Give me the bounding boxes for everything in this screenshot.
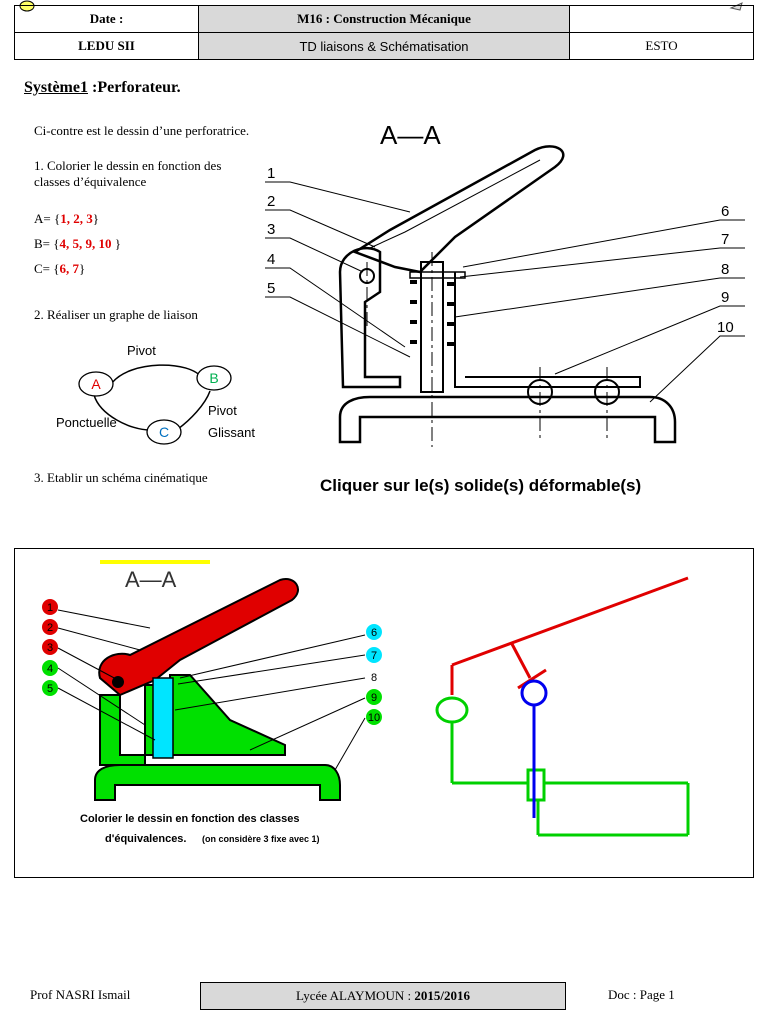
- link-label: Ponctuelle: [56, 415, 117, 430]
- q2-text: 2. Réaliser un graphe de liaison: [34, 307, 198, 322]
- answer-frame: [14, 548, 754, 878]
- q1-text: 1. Colorier le dessin en fonction des cl…: [34, 158, 222, 189]
- answer-section-label: A—A: [125, 567, 177, 592]
- base-part[interactable]: [338, 395, 677, 444]
- intro-text: Ci-contre est le dessin d’une perforatri…: [34, 123, 250, 138]
- svg-text:C: C: [159, 424, 169, 440]
- node-c: [146, 419, 182, 445]
- svg-text:2: 2: [47, 622, 53, 634]
- date-label: Date :: [14, 5, 199, 33]
- svg-text:5: 5: [267, 280, 275, 297]
- link-label: Pivot: [208, 403, 237, 418]
- punch-colored: [152, 677, 174, 759]
- caption-note: (on considère 3 fixe avec 1): [202, 834, 320, 844]
- classes-list: A= {1, 2, 3} B= {4, 5, 9, 10 } C= {6, 7}: [34, 206, 121, 281]
- lever-colored: [98, 578, 299, 697]
- frame-part[interactable]: [338, 246, 402, 389]
- section-title: Système1 :Perforateur.: [24, 79, 181, 96]
- liaison-graph: A B C Pivot Ponctuelle Pivot Glissant: [56, 343, 255, 445]
- svg-text:8: 8: [721, 261, 729, 278]
- link-label: Glissant: [208, 425, 255, 440]
- svg-text:6: 6: [371, 627, 377, 639]
- svg-text:6: 6: [721, 203, 729, 220]
- lever-part[interactable]: [352, 145, 565, 274]
- section-label: A—A: [380, 120, 441, 150]
- svg-text:1: 1: [267, 165, 275, 182]
- svg-text:10: 10: [368, 712, 380, 724]
- svg-text:9: 9: [721, 289, 729, 306]
- svg-text:3: 3: [47, 642, 53, 654]
- q3-text: 3. Etablir un schéma cinématique: [34, 470, 208, 485]
- footer-page: Doc : Page 1: [608, 987, 675, 1002]
- click-instruction: Cliquer sur le(s) solide(s) déformable(s…: [320, 476, 642, 495]
- svg-text:4: 4: [267, 251, 275, 268]
- node-a: [78, 371, 114, 397]
- module-title: M16 : Construction Mécanique: [197, 5, 571, 33]
- node-b: [196, 365, 232, 391]
- svg-text:5: 5: [47, 683, 53, 695]
- perforator-drawing[interactable]: A—A 1 2 3 4 5: [255, 112, 755, 452]
- class-b: B= {4, 5, 9, 10 }: [34, 236, 121, 251]
- footer-lycee: Lycée ALAYMOUN : 2015/2016: [200, 982, 566, 1010]
- class-c: C= {6, 7}: [34, 261, 86, 276]
- svg-text:10: 10: [717, 319, 734, 336]
- svg-text:2: 2: [267, 193, 275, 210]
- school-label: ESTO: [569, 32, 754, 60]
- svg-text:3: 3: [267, 221, 275, 238]
- part-numbers: 1 2 3 4 5 6 7 8 9 10: [267, 165, 734, 336]
- link-label: Pivot: [127, 343, 156, 358]
- svg-text:7: 7: [721, 231, 729, 248]
- footer: Prof NASRI Ismail Lycée ALAYMOUN : 2015/…: [14, 982, 754, 1010]
- svg-text:1: 1: [47, 602, 53, 614]
- colored-drawing: A—A 1 2 3 4 5 6 7 8 9 10 Colorier le des…: [42, 560, 382, 845]
- svg-text:8: 8: [371, 672, 377, 684]
- caption-line2: d'équivalences.: [105, 833, 187, 845]
- kinematic-schema: [435, 576, 690, 837]
- footer-prof: Prof NASRI Ismail: [30, 987, 131, 1002]
- caption-line1: Colorier le dessin en fonction des class…: [80, 813, 299, 825]
- svg-text:9: 9: [371, 692, 377, 704]
- svg-text:7: 7: [371, 650, 377, 662]
- spring-part[interactable]: [410, 280, 455, 346]
- class-a: A= {1, 2, 3}: [34, 211, 99, 226]
- svg-text:4: 4: [47, 663, 53, 675]
- class-label: LEDU SII: [14, 32, 199, 60]
- svg-text:B: B: [209, 370, 218, 386]
- base-colored: [94, 764, 341, 801]
- td-title: TD liaisons & Schématisation: [197, 32, 571, 60]
- svg-text:A: A: [91, 376, 101, 392]
- header-table: Date : M16 : Construction Mécanique LEDU…: [14, 5, 754, 60]
